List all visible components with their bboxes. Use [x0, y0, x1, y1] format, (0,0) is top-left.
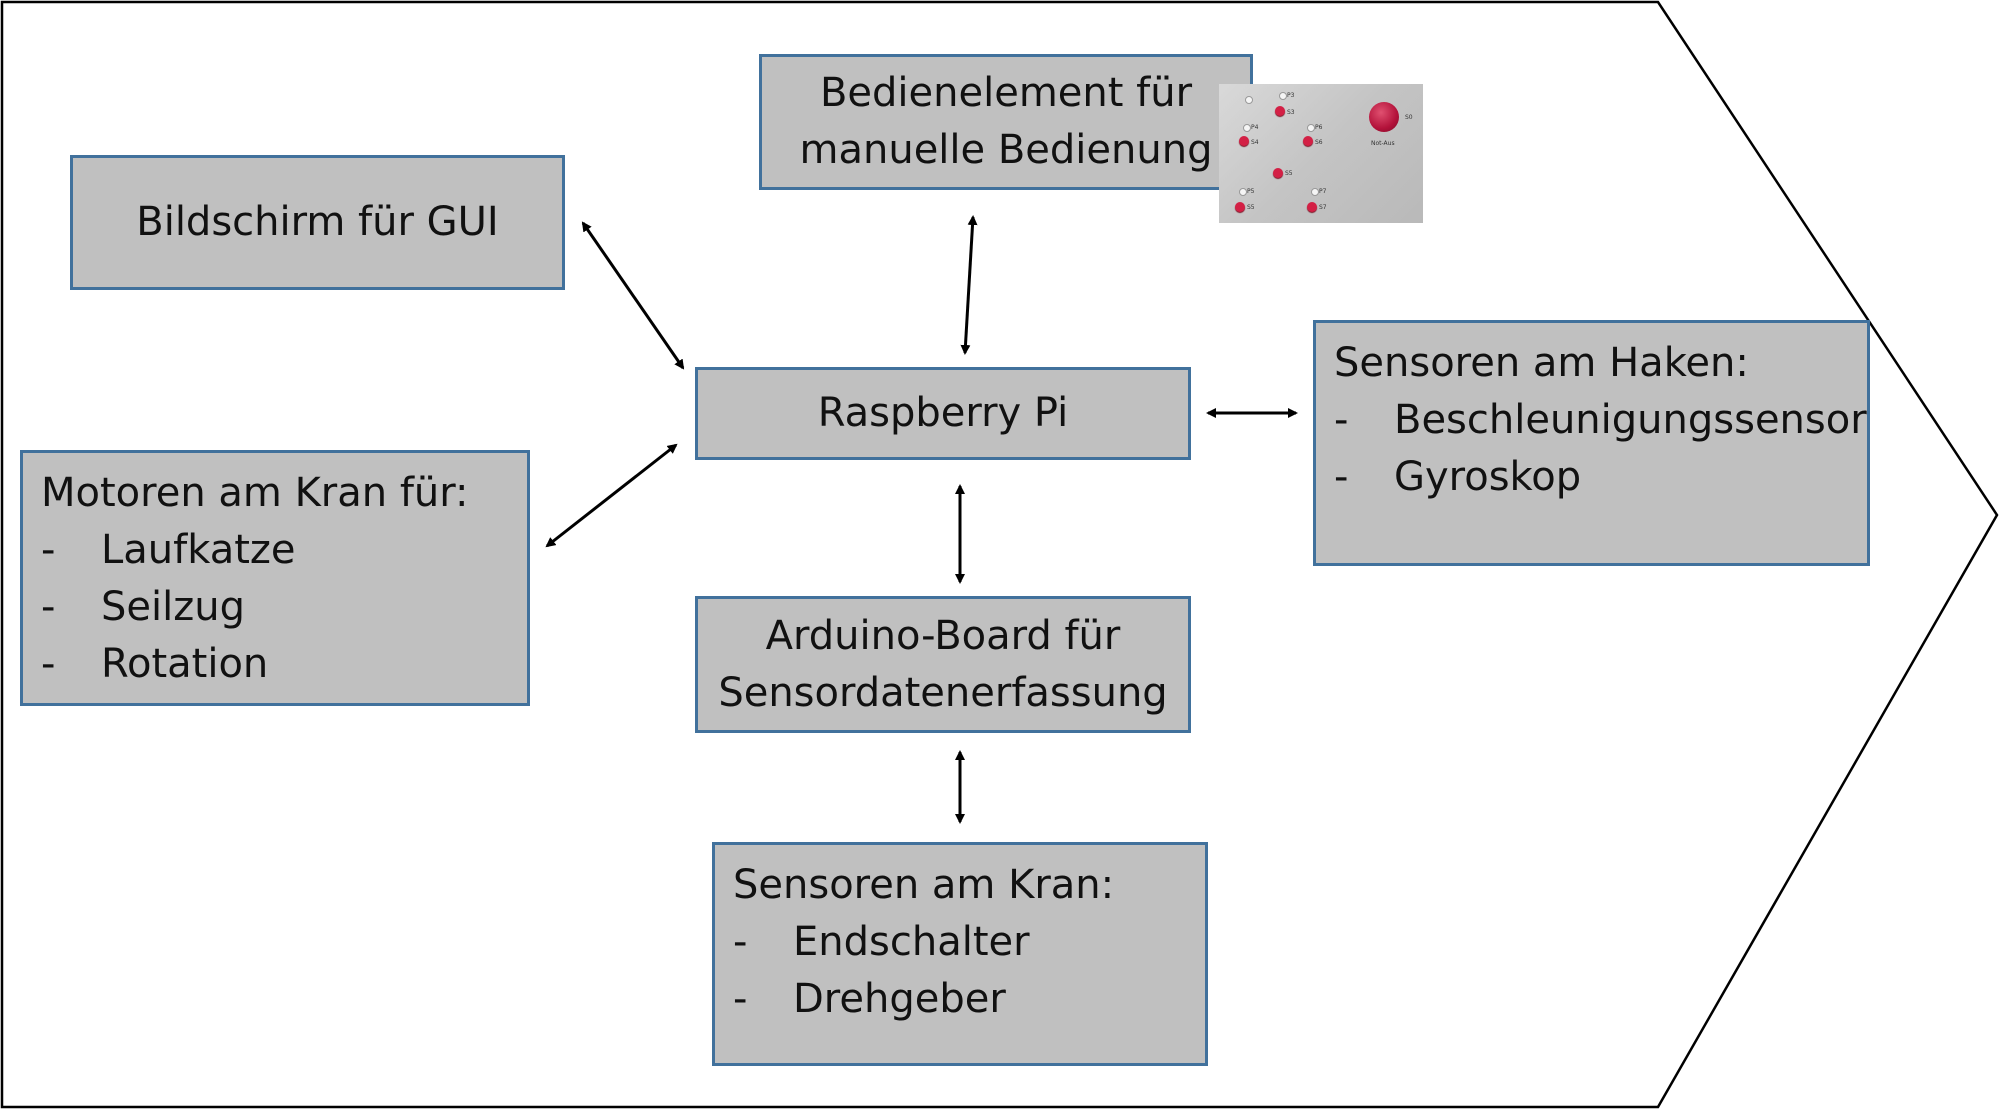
- emergency-stop-button: [1369, 102, 1399, 132]
- list-item-label: Endschalter: [793, 919, 1030, 965]
- panel-led: [1279, 92, 1287, 100]
- list-item-label: Laufkatze: [101, 527, 296, 573]
- panel-button: [1235, 202, 1245, 212]
- bedienelement-box: Bedienelement für manuelle Bedienung: [759, 54, 1253, 190]
- bullet: -: [41, 527, 56, 573]
- list-item-label: Drehgeber: [793, 976, 1006, 1022]
- panel-led: [1239, 188, 1247, 196]
- list-item: -Laufkatze: [41, 522, 527, 579]
- panel-button: [1275, 106, 1285, 116]
- list-item-label: Gyroskop: [1394, 454, 1582, 500]
- list-item: -Drehgeber: [733, 971, 1205, 1028]
- bullet: -: [733, 976, 748, 1022]
- panel-label: S4: [1251, 139, 1259, 146]
- bullet: -: [733, 919, 748, 965]
- arduino-box: Arduino-Board für Sensordatenerfassung: [695, 596, 1191, 733]
- list-item: -Rotation: [41, 636, 527, 693]
- panel-led: [1311, 188, 1319, 196]
- panel-label: P6: [1315, 124, 1323, 131]
- bedienelement-line-2: manuelle Bedienung: [799, 127, 1213, 173]
- raspberry-pi-label: Raspberry Pi: [817, 390, 1069, 436]
- connector-bedienelement-raspberry: [960, 215, 978, 355]
- list-item: -Seilzug: [41, 579, 527, 636]
- list-item: -Gyroskop: [1334, 449, 1867, 506]
- panel-label: S6: [1315, 139, 1323, 146]
- panel-label: S7: [1319, 204, 1327, 211]
- list-item: -Endschalter: [733, 914, 1205, 971]
- panel-label: S3: [1287, 109, 1295, 116]
- bullet: -: [1334, 454, 1349, 500]
- panel-label: S5: [1285, 170, 1293, 177]
- sensoren-kran-box: Sensoren am Kran: -Endschalter -Drehgebe…: [712, 842, 1208, 1066]
- panel-label: P3: [1287, 92, 1295, 99]
- panel-led: [1307, 124, 1315, 132]
- panel-led: [1245, 96, 1253, 104]
- arduino-line-1: Arduino-Board für: [765, 612, 1121, 659]
- list-item-label: Beschleunigungssensor: [1394, 397, 1867, 443]
- sensoren-kran-title: Sensoren am Kran:: [733, 862, 1115, 908]
- panel-label: P4: [1251, 124, 1259, 131]
- panel-label: P7: [1319, 188, 1327, 195]
- control-panel-photo: P3 S3 P4 S4 P6 S6 S5 P5 S5 P7 S7 S0 Not-…: [1219, 84, 1423, 223]
- motoren-title: Motoren am Kran für:: [41, 470, 469, 516]
- arduino-line-2: Sensordatenerfassung: [718, 669, 1168, 716]
- panel-button: [1239, 136, 1249, 146]
- motoren-box: Motoren am Kran für: -Laufkatze -Seilzug…: [20, 450, 530, 706]
- panel-button: [1303, 136, 1313, 146]
- sensoren-haken-box: Sensoren am Haken: -Beschleunigungssenso…: [1313, 320, 1870, 566]
- bullet: -: [41, 641, 56, 687]
- connector-motoren-raspberry: [545, 443, 678, 548]
- connector-bildschirm-raspberry: [581, 221, 685, 370]
- panel-label: S0: [1405, 114, 1413, 121]
- panel-label: S5: [1247, 204, 1255, 211]
- sensoren-haken-title: Sensoren am Haken:: [1334, 340, 1749, 386]
- panel-label: P5: [1247, 188, 1255, 195]
- bildschirm-label: Bildschirm für GUI: [136, 199, 499, 245]
- bildschirm-box: Bildschirm für GUI: [70, 155, 565, 290]
- raspberry-pi-box: Raspberry Pi: [695, 367, 1191, 460]
- panel-button: [1307, 202, 1317, 212]
- list-item-label: Seilzug: [101, 584, 245, 630]
- list-item-label: Rotation: [101, 641, 269, 687]
- bedienelement-line-1: Bedienelement für: [819, 70, 1193, 116]
- bullet: -: [1334, 397, 1349, 443]
- list-item: -Beschleunigungssensor: [1334, 392, 1867, 449]
- bullet: -: [41, 584, 56, 630]
- panel-label: Not-Aus: [1371, 140, 1395, 147]
- panel-led: [1243, 124, 1251, 132]
- panel-button: [1273, 168, 1283, 178]
